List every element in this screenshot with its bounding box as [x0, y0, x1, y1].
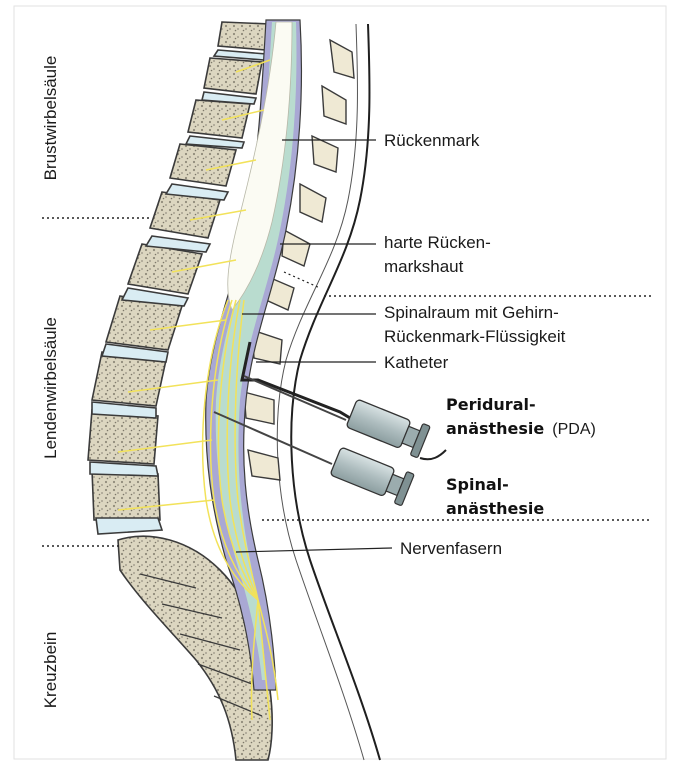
label-spinal-line2: anästhesie — [446, 499, 544, 518]
label-spinal-line1: Spinal- — [446, 475, 509, 494]
label-epidural-line2: anästhesie (PDA) — [446, 419, 596, 438]
region-label-thoracic: Brustwirbelsäule — [41, 56, 60, 181]
label-epidural-line1: Peridural- — [446, 395, 536, 414]
label-epidural-word: anästhesie — [446, 419, 544, 438]
region-label-lumbar: Lendenwirbelsäule — [41, 317, 60, 459]
region-label-sacrum: Kreuzbein — [41, 632, 60, 709]
label-epidural-abbr: (PDA) — [552, 421, 596, 438]
label-catheter: Katheter — [384, 353, 449, 372]
label-nerve-fibers: Nervenfasern — [400, 539, 502, 558]
label-dura-line1: harte Rücken- — [384, 233, 491, 252]
label-csf-line1: Spinalraum mit Gehirn- — [384, 303, 559, 322]
label-spinal-cord: Rückenmark — [384, 131, 480, 150]
label-csf-line2: Rückenmark-Flüssigkeit — [384, 327, 566, 346]
label-dura-line2: markshaut — [384, 257, 464, 276]
